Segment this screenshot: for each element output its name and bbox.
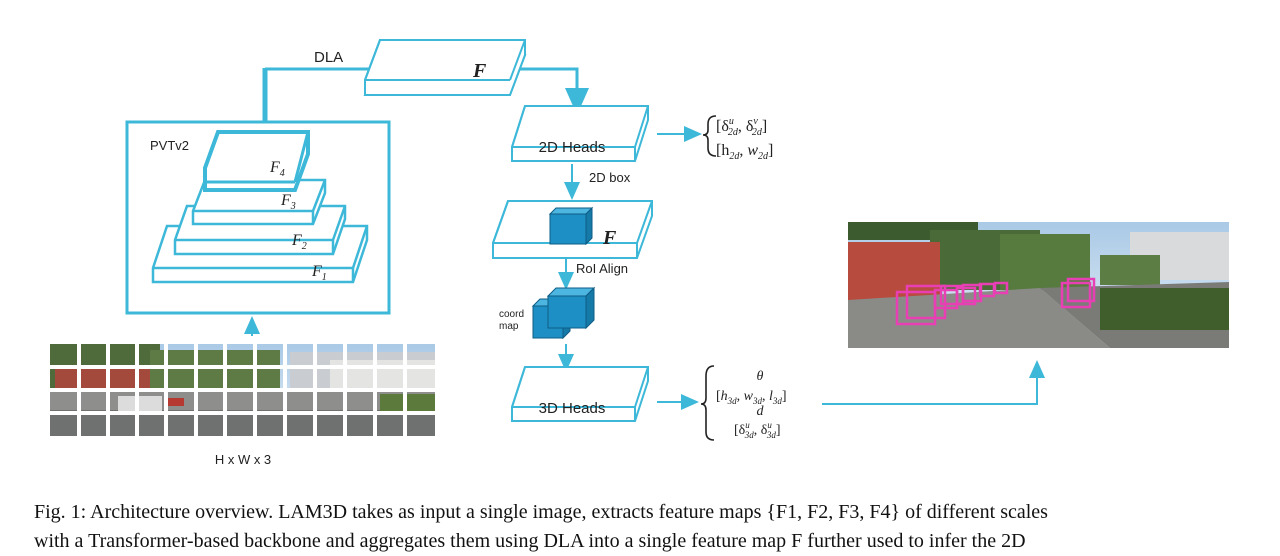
feature-pyramid [151,130,369,284]
box-2d-label: 2D box [589,170,631,185]
caption-line-2: with a Transformer-based backbone and ag… [34,530,1026,552]
pvtv2-backbone-box [125,120,391,315]
caption-line-1: Fig. 1: Architecture overview. LAM3D tak… [34,501,1048,523]
roi-align-label: RoI Align [576,261,628,276]
pyramid-label-f4: F4 [269,159,285,179]
pyramid-label-f2: F2 [291,232,307,252]
heads-2d-label: 2D Heads [539,139,606,156]
svg-text:[h2d, w2d]: [h2d, w2d] [716,142,773,162]
architecture-figure: DLA F PVTv2 F4 F3 F2 F1 [50,39,1229,467]
input-size-label: H x W x 3 [215,452,271,467]
result-arrow [822,360,1045,405]
map-label: map [499,321,519,332]
svg-text:θ: θ [757,369,764,384]
f-label-mid: F [602,227,617,249]
input-image [50,344,435,436]
dla-connector [262,67,589,122]
pyramid-label-f1: F1 [311,263,327,283]
heads-2d-block [511,105,649,162]
dla-label: DLA [314,49,343,66]
roi-cube [548,206,594,246]
svg-text:d: d [757,404,765,419]
pyramid-labels: F4 F3 F2 F1 [269,159,327,283]
coord-map-cubes [531,286,596,340]
f-label-top: F [472,60,487,82]
svg-text:[h3d, w3d, l3d]: [h3d, w3d, l3d] [716,389,787,406]
pvtv2-label: PVTv2 [150,138,189,153]
heads-3d-block [511,366,649,422]
coord-label: coord [499,309,524,320]
heads-3d-label: 3D Heads [539,400,606,417]
figure-caption: Fig. 1: Architecture overview. LAM3D tak… [34,498,1254,556]
result-image [848,222,1229,348]
pyramid-label-f3: F3 [280,192,296,212]
